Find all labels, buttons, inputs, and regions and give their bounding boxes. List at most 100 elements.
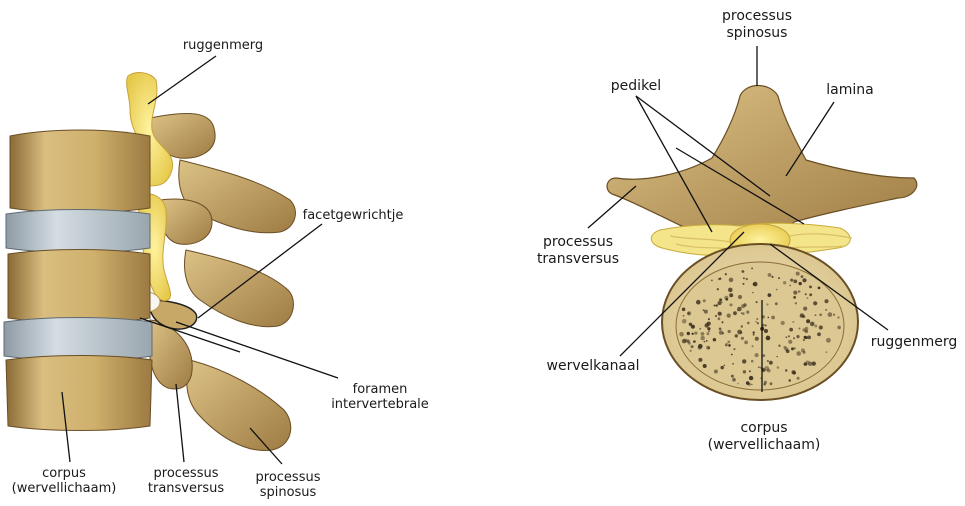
trabecular-pore: [752, 292, 754, 294]
trabecular-pore: [790, 279, 793, 282]
trabecular-pore: [687, 312, 689, 314]
trabecular-pore: [753, 331, 755, 333]
trabecular-pore: [776, 356, 778, 358]
trabecular-pore: [804, 336, 807, 339]
trabecular-pore: [725, 273, 727, 275]
trabecular-pore: [746, 278, 748, 280]
trabecular-pore: [803, 339, 805, 341]
trabecular-pore: [714, 305, 716, 307]
trabecular-pore: [692, 333, 694, 335]
label-processus-spinosus-lateral: processus spinosus: [244, 470, 332, 500]
trabecular-pore: [767, 360, 769, 362]
trabecular-pore: [785, 347, 789, 351]
trabecular-pore: [743, 277, 745, 279]
trabecular-pore: [699, 328, 701, 330]
trabecular-pore: [721, 301, 723, 303]
trabecular-pore: [708, 331, 710, 333]
trabecular-pore: [769, 361, 773, 365]
label-facetgewrichtje: facetgewrichtje: [298, 208, 408, 223]
trabecular-pore: [793, 337, 795, 339]
trabecular-pore: [837, 316, 839, 318]
trabecular-pore: [747, 322, 750, 325]
trabecular-pore: [731, 375, 734, 378]
trabecular-pore: [751, 360, 754, 363]
trabecular-pore: [813, 301, 817, 305]
trabecular-pore: [731, 354, 733, 356]
trabecular-pore: [724, 296, 728, 300]
trabecular-pore: [737, 310, 739, 312]
trabecular-pore: [825, 299, 829, 303]
trabecular-pore: [719, 328, 722, 331]
label-processus-spinosus-axial: processus spinosus: [707, 8, 807, 42]
label-spinosus-lateral-line1: processus: [244, 470, 332, 485]
trabecular-pore: [801, 275, 804, 278]
trabecular-pore: [768, 273, 772, 277]
label-corpus-lateral: corpus (wervellichaam): [4, 466, 124, 496]
trabecular-pore: [701, 332, 705, 336]
trabecular-pore: [730, 303, 733, 306]
label-ruggenmerg-axial: ruggenmerg: [864, 334, 964, 351]
label-spinosus-axial-line2: spinosus: [707, 25, 807, 42]
trabecular-pore: [778, 277, 780, 279]
trabecular-pore: [826, 351, 828, 353]
label-pedikel: pedikel: [598, 78, 674, 95]
lateral-spine-view: [4, 56, 338, 464]
trabecular-pore: [749, 370, 751, 372]
trabecular-pore: [696, 300, 701, 305]
trabecular-pore: [718, 301, 722, 305]
trabecular-pore: [791, 347, 794, 350]
trabecular-pore: [789, 328, 793, 332]
label-foramen-line2: intervertebrale: [320, 397, 440, 412]
trabecular-pore: [814, 325, 817, 328]
trabecular-pore: [793, 291, 797, 295]
trabecular-pore: [778, 345, 780, 347]
trabecular-pore: [728, 344, 731, 347]
trabecular-pore: [742, 270, 745, 273]
vertebral-body-bottom: [6, 356, 152, 431]
trabecular-pore: [732, 363, 734, 365]
label-corpus-lateral-line1: corpus: [4, 466, 124, 481]
trabecular-pore: [776, 289, 778, 291]
trabecular-pore: [703, 299, 706, 302]
trabecular-pore: [704, 310, 708, 314]
trabecular-pore: [766, 303, 768, 305]
trabecular-pore: [691, 345, 694, 348]
trabecular-pore: [817, 332, 821, 336]
label-transversus-axial-line2: transversus: [520, 251, 636, 268]
trabecular-pore: [701, 336, 705, 340]
lower-transverse-process: [149, 320, 192, 389]
trabecular-pore: [741, 304, 745, 308]
trabecular-pore: [717, 288, 719, 290]
trabecular-pore: [738, 295, 742, 299]
label-transversus-lateral-line1: processus: [138, 466, 234, 481]
trabecular-pore: [751, 268, 753, 270]
trabecular-pore: [749, 376, 753, 380]
trabecular-pore: [723, 365, 725, 367]
trabecular-pore: [767, 335, 769, 337]
trabecular-pore: [714, 370, 718, 374]
trabecular-pore: [715, 315, 717, 317]
trabecular-pore: [802, 278, 806, 282]
trabecular-pore: [792, 321, 794, 323]
vertebral-body-middle: [8, 250, 150, 323]
trabecular-pore: [825, 309, 827, 311]
trabecular-pore: [805, 293, 807, 295]
label-corpus-axial: corpus (wervellichaam): [702, 420, 826, 454]
label-foramen-line1: foramen: [320, 382, 440, 397]
label-wervelkanaal: wervelkanaal: [538, 358, 648, 375]
label-transversus-lateral-line2: transversus: [138, 481, 234, 496]
trabecular-pore: [798, 290, 801, 293]
trabecular-pore: [771, 276, 773, 278]
trabecular-pore: [721, 366, 724, 369]
trabecular-pore: [728, 330, 731, 333]
trabecular-pore: [828, 312, 833, 317]
trabecular-pore: [733, 311, 737, 315]
trabecular-pore: [810, 322, 815, 327]
trabecular-pore: [748, 383, 751, 386]
trabecular-pore: [682, 308, 686, 312]
trabecular-pore: [770, 382, 773, 385]
trabecular-pore: [737, 383, 739, 385]
trabecular-pore: [758, 366, 760, 368]
trabecular-pore: [706, 340, 708, 342]
